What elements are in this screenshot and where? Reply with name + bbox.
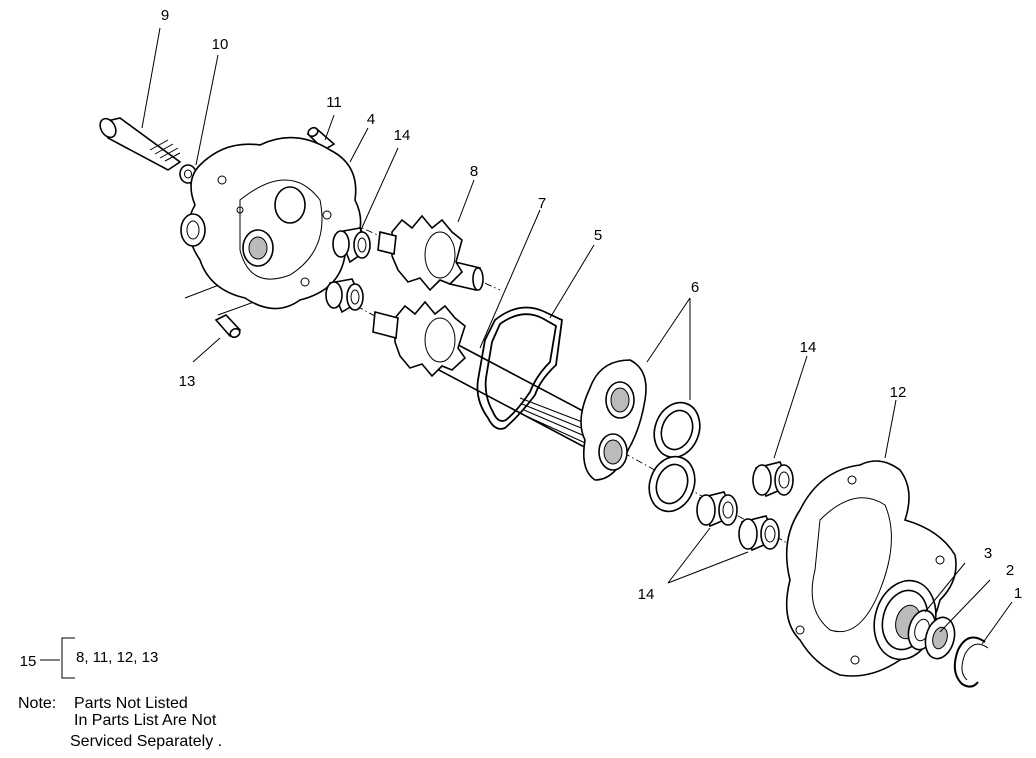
callout-5: 5 xyxy=(594,227,602,244)
callout-7: 7 xyxy=(538,195,546,212)
needle-bearing-part-14-right-upper xyxy=(752,461,794,498)
callout-14-upper: 14 xyxy=(394,127,411,144)
retaining-ring-part-1 xyxy=(953,636,989,688)
needle-bearing-part-14-upper xyxy=(332,227,372,264)
leader-lines xyxy=(40,27,1013,679)
callout-14-right: 14 xyxy=(800,339,817,356)
kit-number: 15 xyxy=(20,653,37,670)
washer-part-2 xyxy=(924,616,956,660)
note-line-2: In Parts List Are Not xyxy=(74,712,217,729)
callout-13: 13 xyxy=(179,373,196,390)
bolt-part-9 xyxy=(99,117,182,171)
callout-11: 11 xyxy=(326,94,342,111)
callout-8: 8 xyxy=(470,163,478,180)
note-label: Note: xyxy=(18,695,57,712)
gasket-part-5 xyxy=(476,306,563,430)
pump-housing-part-4 xyxy=(180,136,362,310)
drive-shaft-gear-part-7 xyxy=(372,300,603,452)
callout-4: 4 xyxy=(367,111,375,128)
seal-part-6-lower xyxy=(648,455,696,513)
callout-14-lower: 14 xyxy=(638,586,655,603)
callout-6: 6 xyxy=(691,279,699,296)
callout-9: 9 xyxy=(161,7,169,24)
callout-1: 1 xyxy=(1014,585,1022,602)
callout-labels: 9 10 11 4 14 8 7 5 6 14 12 3 2 1 14 13 1… xyxy=(20,7,1023,670)
needle-bearing-part-14-right-middle xyxy=(696,491,738,528)
note-line-3: Serviced Separately . xyxy=(70,733,223,750)
seal-part-6-upper xyxy=(653,401,701,459)
note-line-1: Parts Not Listed xyxy=(74,695,188,712)
needle-bearing-part-14-lower xyxy=(325,278,364,314)
callout-10: 10 xyxy=(212,36,229,53)
needle-bearing-part-14-right-lower xyxy=(738,515,780,552)
callout-2: 2 xyxy=(1006,562,1014,579)
idler-gear-part-8 xyxy=(377,214,484,292)
callout-3: 3 xyxy=(984,545,992,562)
kit-contents: 8, 11, 12, 13 xyxy=(76,649,158,666)
wear-plate-part-6 xyxy=(580,359,647,481)
callout-12: 12 xyxy=(890,384,907,401)
